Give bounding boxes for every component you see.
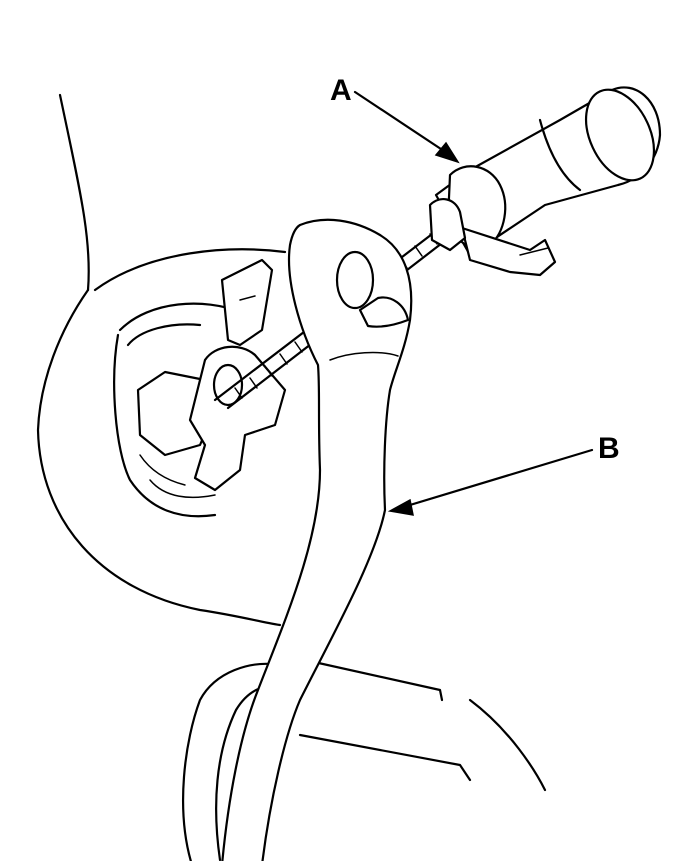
wrench (221, 218, 413, 861)
callout-b: B (387, 432, 620, 516)
callout-b-arrowhead (387, 498, 414, 516)
callout-a-label: A (330, 74, 352, 107)
special-tool (428, 86, 662, 277)
callout-a: A (330, 74, 460, 164)
knuckle-body (36, 93, 287, 627)
callout-b-label: B (598, 432, 620, 465)
callout-a-arrowhead (434, 141, 460, 164)
hub-nut-assembly (113, 258, 287, 518)
